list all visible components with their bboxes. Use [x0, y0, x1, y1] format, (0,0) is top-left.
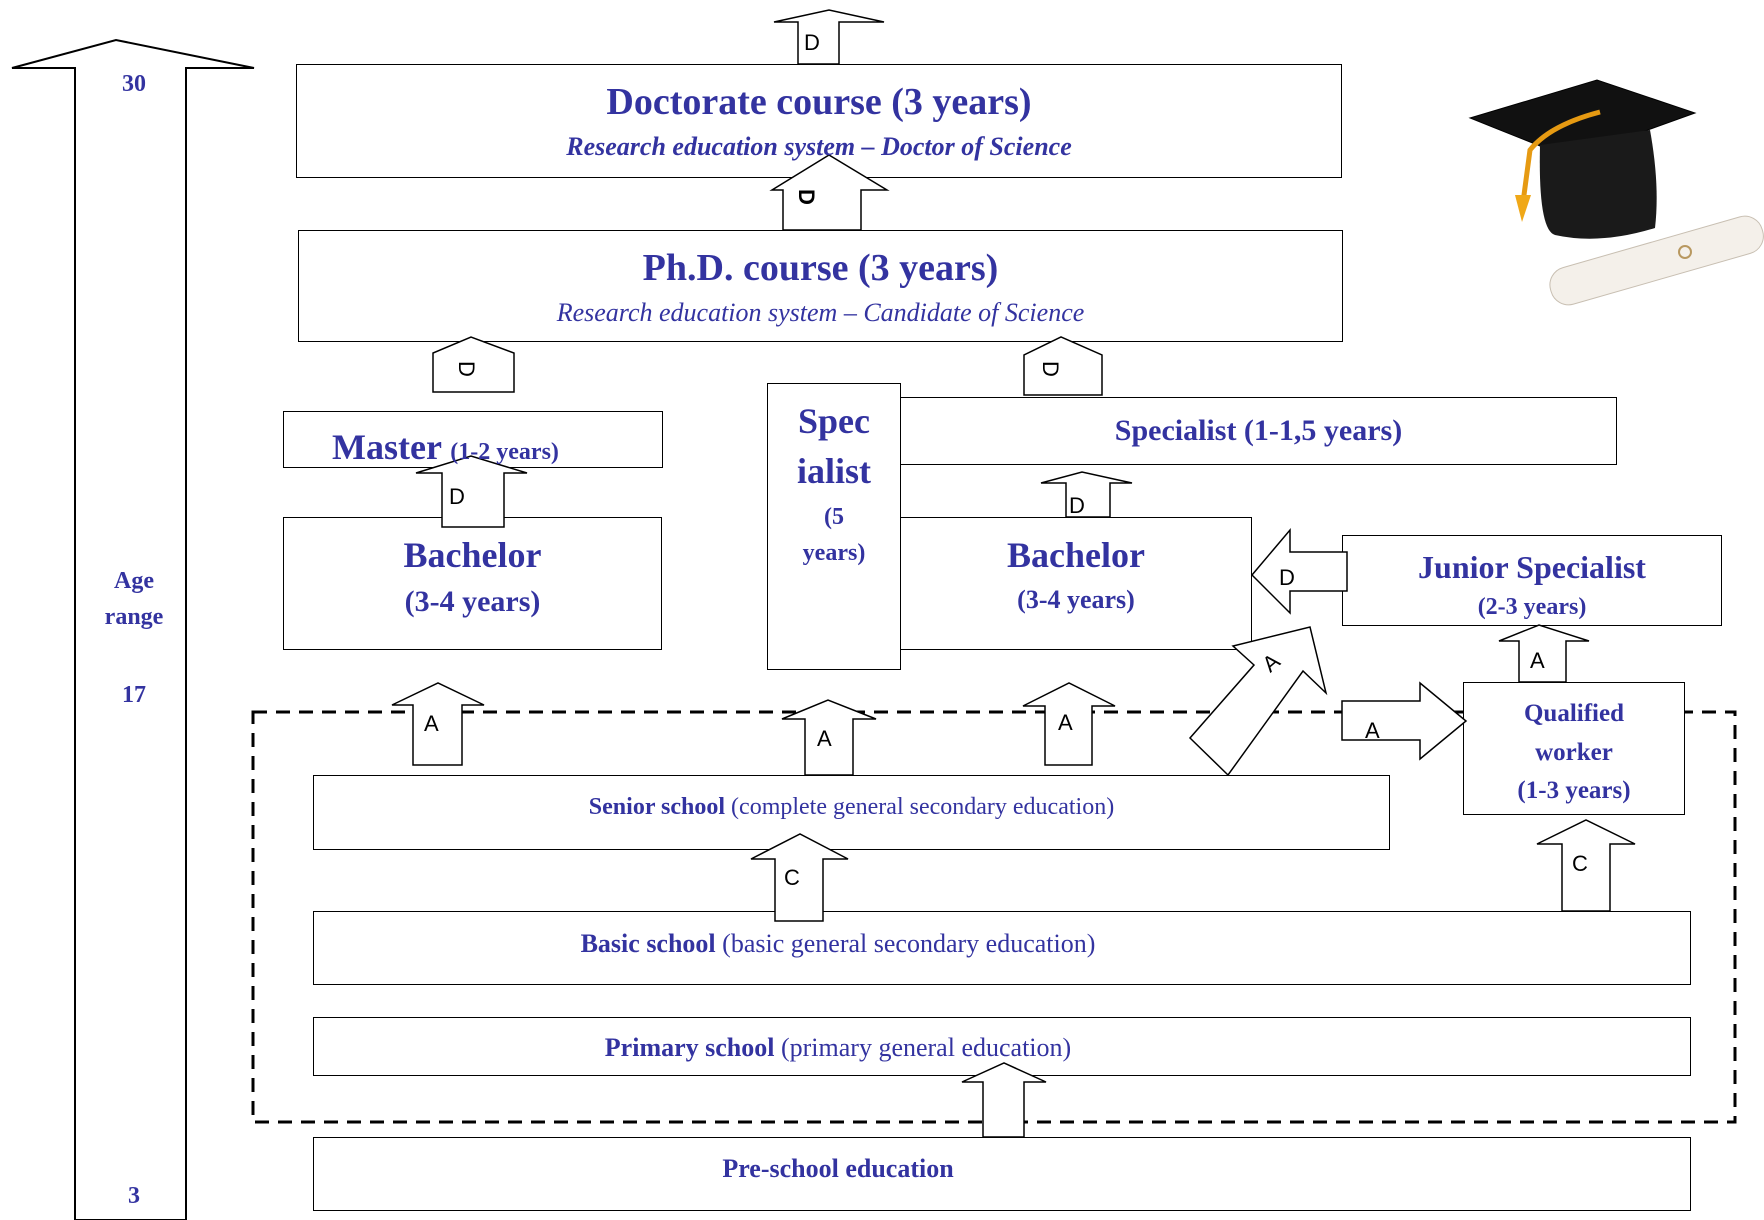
age-bottom-value: 3 — [128, 1183, 140, 1209]
senior-school-label: Senior school (complete general secondar… — [313, 794, 1390, 821]
age-range-arrow — [11, 38, 255, 1220]
arrow-d-master-phd — [432, 336, 515, 393]
arrow-label-d-bachelor-specialist: D — [1069, 493, 1085, 518]
primary-school-name: Primary school — [604, 1033, 775, 1062]
preschool-box — [313, 1137, 1691, 1211]
arrow-label-d-exit: D — [804, 30, 820, 55]
bachelor-right-duration: (3-4 years) — [1017, 585, 1135, 614]
arrow-preschool-primary — [961, 1062, 1047, 1138]
arrow-a-senior-specialist — [781, 699, 877, 776]
phd-subtitle: Research education system – Candidate of… — [556, 298, 1085, 327]
arrow-label-a-qualified-junior: A — [1530, 648, 1545, 673]
basic-school-name: Basic school — [580, 929, 716, 958]
doctorate-subtitle: Research education system – Doctor of Sc… — [566, 132, 1072, 161]
arrow-d-phd-doctorate — [769, 154, 890, 231]
bachelor-right-box — [900, 517, 1252, 650]
senior-school-name: Senior school — [588, 794, 726, 820]
arrow-label-a-to-qualified: A — [1365, 718, 1380, 743]
specialist-vertical-line3: (5 — [824, 504, 844, 530]
age-label-line2: range — [104, 604, 164, 630]
arrow-d-bachelor-master — [415, 455, 528, 528]
bachelor-left-duration: (3-4 years) — [404, 585, 541, 618]
phd-box — [298, 230, 1343, 342]
bachelor-left-title: Bachelor — [403, 535, 542, 575]
arrow-label-d-specialist-phd: D — [1037, 361, 1063, 377]
arrow-label-a-senior-specialist: A — [817, 726, 832, 751]
arrow-d-specialist-phd — [1023, 336, 1103, 396]
junior-specialist-box — [1342, 535, 1722, 626]
specialist-short-box — [900, 397, 1617, 465]
age-label-line1: Age — [114, 568, 154, 594]
bachelor-right-title: Bachelor — [1007, 535, 1145, 575]
age-top-value: 30 — [122, 71, 146, 97]
doctorate-title: Doctorate course (3 years) — [606, 81, 1032, 123]
basic-school-desc: (basic general secondary education) — [715, 929, 1096, 958]
specialist-vertical-box — [767, 383, 901, 670]
specialist-vertical-line2: ialist — [796, 451, 871, 491]
bachelor-left-box — [283, 517, 662, 650]
primary-school-desc: (primary general education) — [774, 1033, 1072, 1062]
arrow-d-junior-bachelor — [1250, 527, 1348, 615]
primary-school-label: Primary school (primary general educatio… — [313, 1033, 1363, 1063]
junior-specialist-title: Junior Specialist — [1418, 549, 1646, 585]
arrow-d-bachelor-specialist — [1040, 471, 1133, 518]
arrow-label-d-phd-doctorate: D — [793, 189, 819, 205]
age-middle-value: 17 — [122, 682, 146, 708]
arrow-label-d-master-phd: D — [453, 361, 479, 377]
senior-school-desc: (complete general secondary education) — [725, 794, 1115, 820]
graduation-cap-icon — [1468, 79, 1697, 239]
master-name: Master — [332, 427, 442, 467]
doctorate-box — [296, 64, 1342, 178]
junior-specialist-duration: (2-3 years) — [1477, 594, 1587, 620]
arrow-label-c-basic-senior: C — [784, 865, 800, 890]
arrow-a-senior-bachelor-left — [391, 682, 485, 766]
qualified-worker-box — [1463, 682, 1685, 815]
arrow-label-d-bachelor-master: D — [449, 484, 465, 509]
basic-school-label: Basic school (basic general secondary ed… — [313, 929, 1363, 959]
arrow-label-d-junior-bachelor: D — [1279, 565, 1295, 590]
arrow-a-to-qualified — [1341, 681, 1468, 761]
arrow-label-c-basic-qualified: C — [1572, 851, 1588, 876]
master-duration: (1-2 years) — [450, 439, 559, 465]
arrow-c-basic-senior — [750, 833, 849, 922]
arrow-a-diagonal-qualified-bachelor — [1188, 626, 1328, 777]
qualified-worker-line3: (1-3 years) — [1517, 777, 1631, 804]
specialist-short-title: Specialist (1-1,5 years) — [1114, 414, 1403, 447]
specialist-vertical-line4: years) — [802, 540, 866, 566]
arrow-label-a-senior-bachelor-left: A — [424, 711, 439, 736]
preschool-label: Pre-school education — [722, 1154, 954, 1183]
master-title: Master (1-2 years) — [332, 426, 559, 468]
arrow-label-a-senior-bachelor-right: A — [1058, 710, 1073, 735]
arrow-c-basic-qualified — [1536, 819, 1636, 912]
qualified-worker-line2: worker — [1535, 739, 1613, 766]
specialist-vertical-line1: Spec — [798, 401, 870, 441]
qualified-worker-line1: Qualified — [1523, 700, 1624, 727]
diploma-scroll-icon — [1549, 215, 1764, 306]
arrow-a-qualified-junior — [1498, 624, 1590, 683]
arrow-a-senior-bachelor-right — [1022, 682, 1116, 766]
basic-school-box — [313, 911, 1691, 985]
doctorate-exit-arrow — [773, 9, 885, 65]
phd-title: Ph.D. course (3 years) — [642, 247, 999, 289]
